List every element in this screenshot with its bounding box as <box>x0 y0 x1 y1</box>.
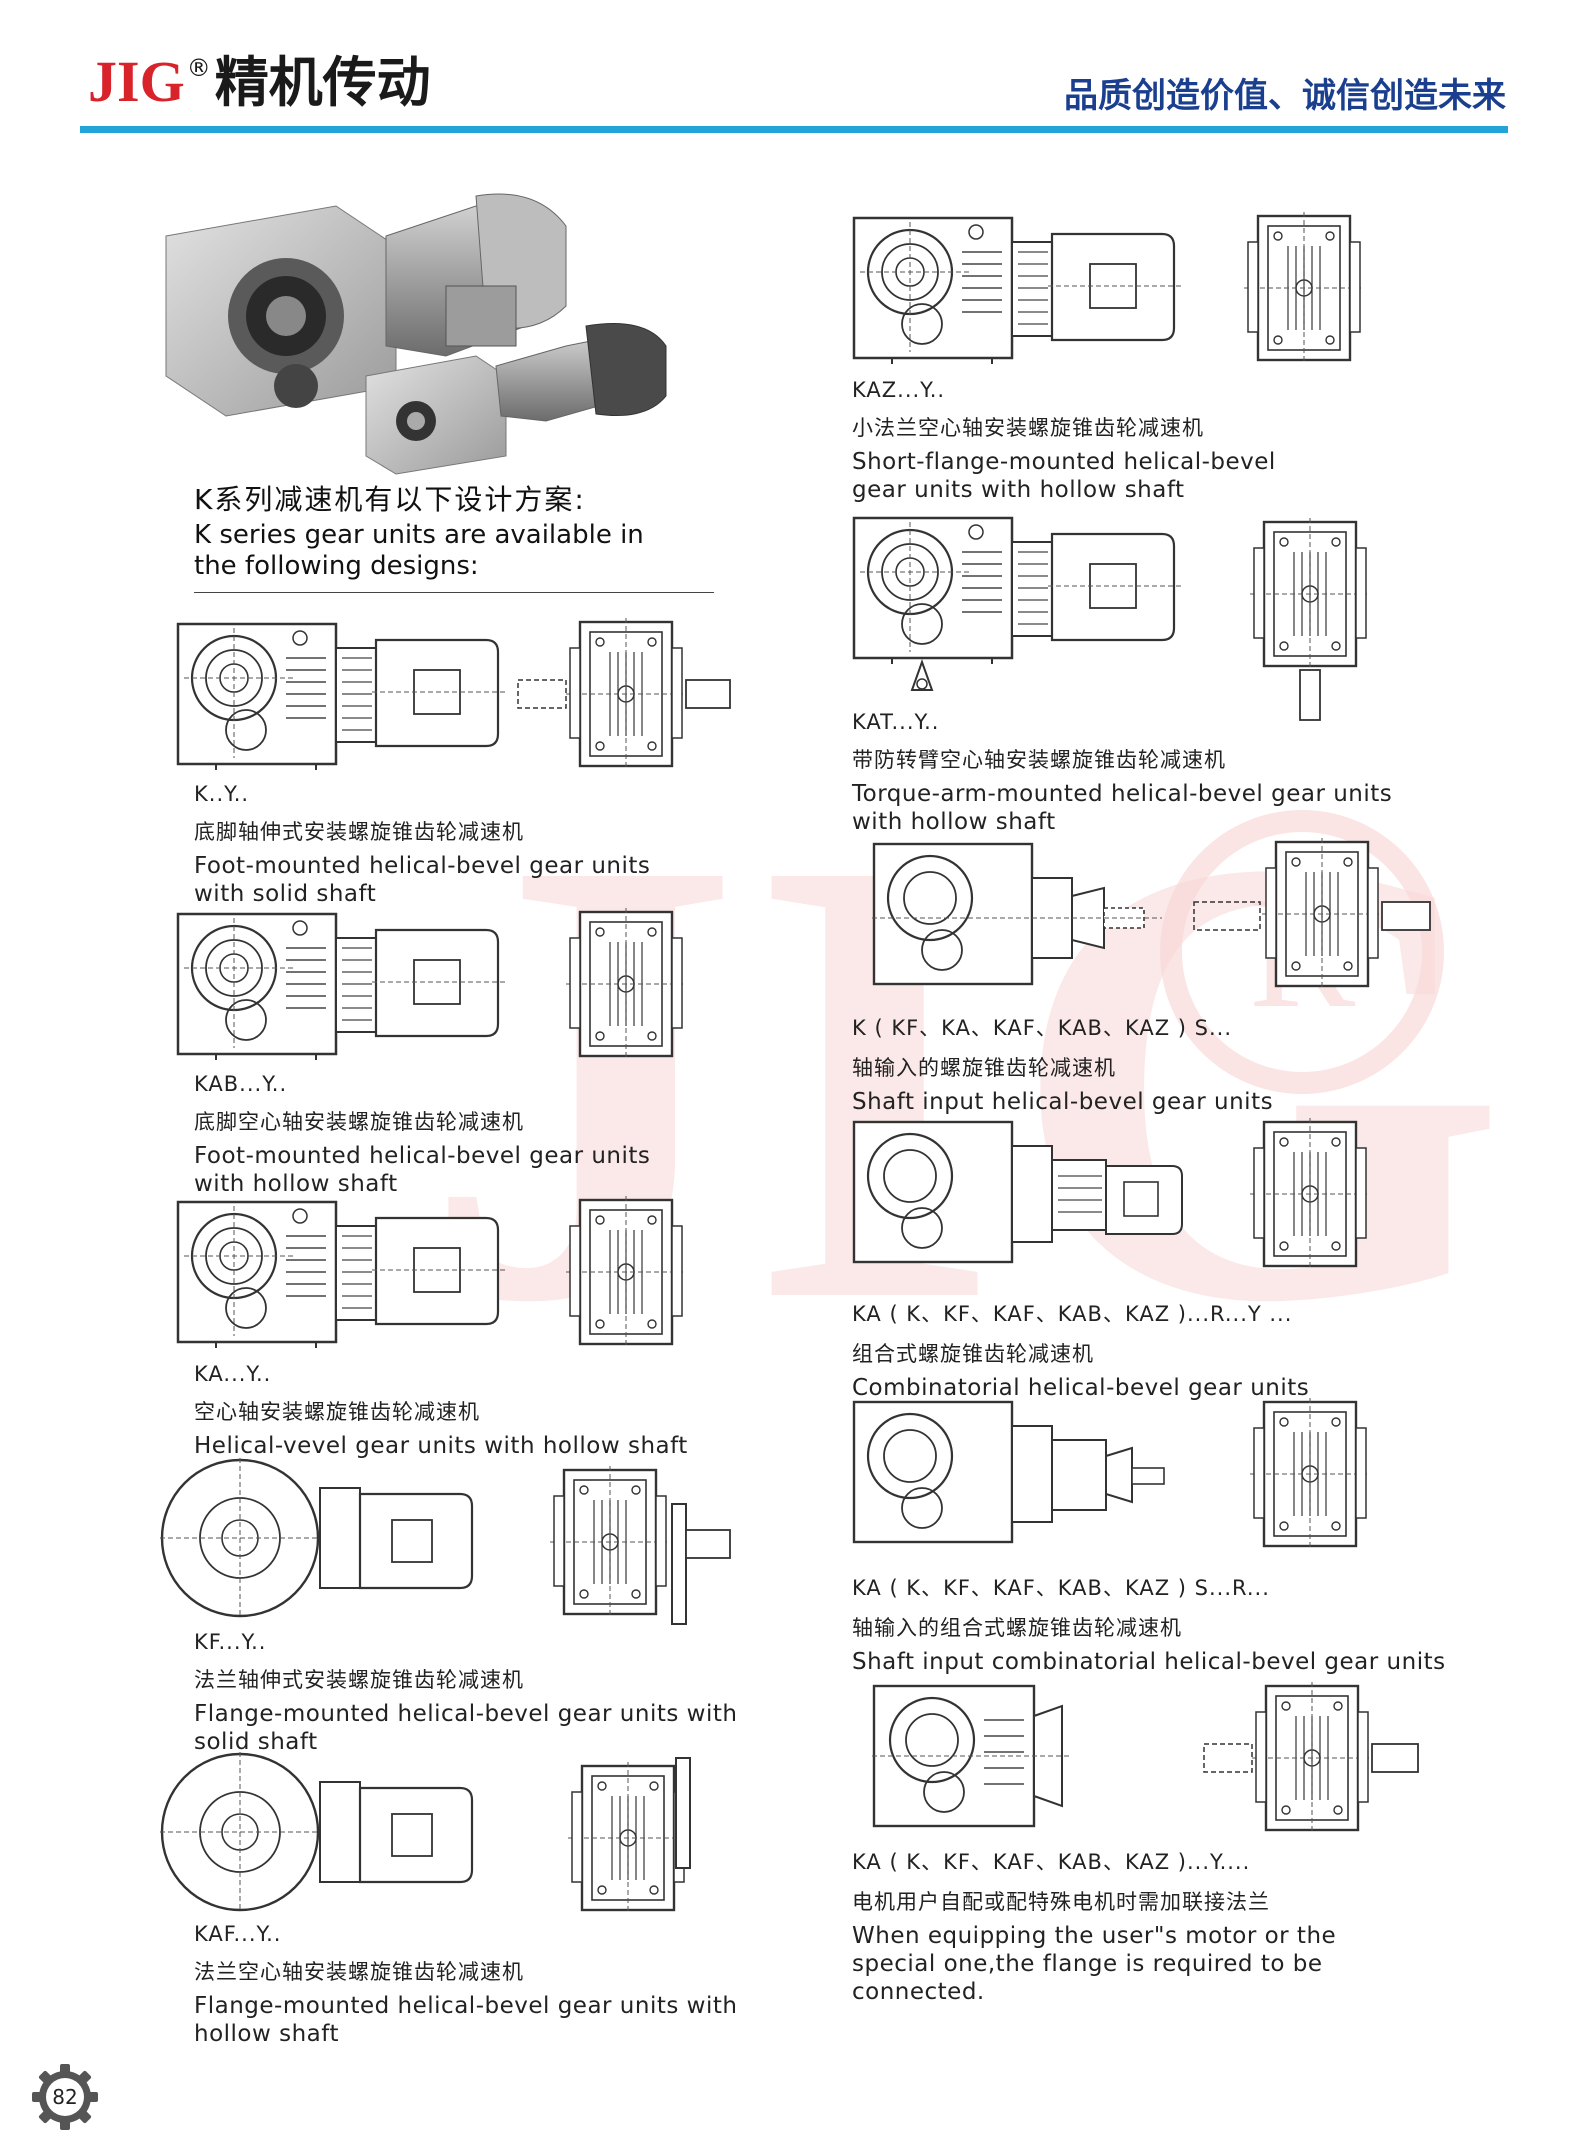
intro-en: K series gear units are available in the… <box>194 520 644 581</box>
item-cn: 轴输入的组合式螺旋锥齿轮减速机 <box>852 1616 1182 1640</box>
drawing-k-y <box>176 618 731 772</box>
item-cn: 组合式螺旋锥齿轮减速机 <box>852 1342 1094 1366</box>
item-code: KAB...Y.. <box>194 1072 288 1096</box>
item-cn: 空心轴安装螺旋锥齿轮减速机 <box>194 1400 480 1424</box>
drawing-ka-r-y <box>852 1116 1372 1272</box>
drawing-ka-s-r <box>852 1396 1372 1552</box>
item-code: KAT...Y.. <box>852 710 940 734</box>
item-code: K..Y.. <box>194 782 250 806</box>
item-code: KA ( K、KF、KAF、KAB、KAZ )...Y.... <box>852 1850 1251 1874</box>
item-cn: 底脚轴伸式安装螺旋锥齿轮减速机 <box>194 820 524 844</box>
drawing-kab-y <box>176 908 688 1062</box>
item-code: KAZ...Y.. <box>852 378 946 402</box>
item-k-s: K ( KF、KA、KAF、KAB、KAZ ) S... 轴输入的螺旋锥齿轮减速… <box>852 1012 1472 1116</box>
item-ka-y: KA...Y.. 空心轴安装螺旋锥齿轮减速机 Helical-vevel gea… <box>194 1362 754 1460</box>
item-kaf-y: KAF...Y.. 法兰空心轴安装螺旋锥齿轮减速机 Flange-mounted… <box>194 1922 794 2048</box>
slogan: 品质创造价值、诚信创造未来 <box>1064 76 1506 116</box>
item-cn: 小法兰空心轴安装螺旋锥齿轮减速机 <box>852 416 1204 440</box>
item-en: Helical-vevel gear units with hollow sha… <box>194 1433 688 1459</box>
drawing-ka-y <box>176 1196 688 1350</box>
drawing-ka-y-flange <box>872 1680 1419 1836</box>
gear-icon <box>32 2064 98 2130</box>
item-ka-y-flange: KA ( K、KF、KAF、KAB、KAZ )...Y.... 电机用户自配或配… <box>852 1846 1472 2006</box>
item-k-y: K..Y.. 底脚轴伸式安装螺旋锥齿轮减速机 Foot-mounted heli… <box>194 782 754 908</box>
item-cn: 法兰空心轴安装螺旋锥齿轮减速机 <box>194 1960 524 1984</box>
item-code: KA...Y.. <box>194 1362 272 1386</box>
intro-divider <box>194 592 714 593</box>
drawing-kat-y <box>852 516 1372 721</box>
item-code: KF...Y.. <box>194 1630 267 1654</box>
item-kat-y: KAT...Y.. 带防转臂空心轴安装螺旋锥齿轮减速机 Torque-arm-m… <box>852 710 1472 836</box>
item-ka-r-y: KA ( K、KF、KAF、KAB、KAZ )...R...Y ... 组合式螺… <box>852 1298 1492 1402</box>
item-code: KAF...Y.. <box>194 1922 282 1946</box>
item-en: Flange-mounted helical-bevel gear units … <box>194 1701 738 1755</box>
item-kaz-y: KAZ...Y.. 小法兰空心轴安装螺旋锥齿轮减速机 Short-flange-… <box>852 378 1452 504</box>
page-number: 82 <box>52 2085 78 2109</box>
item-kf-y: KF...Y.. 法兰轴伸式安装螺旋锥齿轮减速机 Flange-mounted … <box>194 1630 794 1756</box>
registered-mark: ® <box>186 54 211 82</box>
item-en: Shaft input helical-bevel gear units <box>852 1089 1274 1115</box>
brand-name: JIG <box>88 49 185 114</box>
drawing-k-s <box>872 838 1431 992</box>
intro-cn: K系列减速机有以下设计方案: <box>194 483 586 516</box>
item-en: Torque-arm-mounted helical-bevel gear un… <box>852 781 1393 835</box>
item-code: KA ( K、KF、KAF、KAB、KAZ )...R...Y ... <box>852 1302 1293 1326</box>
item-code: KA ( K、KF、KAF、KAB、KAZ ) S...R... <box>852 1576 1270 1600</box>
item-en: Shaft input combinatorial helical-bevel … <box>852 1649 1446 1675</box>
page-number-badge: 82 <box>30 2062 100 2132</box>
brand-cn-name: 精机传动 <box>214 50 431 114</box>
drawing-kaz-y <box>852 212 1366 366</box>
item-ka-s-r: KA ( K、KF、KAF、KAB、KAZ ) S...R... 轴输入的组合式… <box>852 1572 1512 1676</box>
item-cn: 轴输入的螺旋锥齿轮减速机 <box>852 1056 1116 1080</box>
item-en: Flange-mounted helical-bevel gear units … <box>194 1993 738 2047</box>
brand-logo: JIG ® 精机传动 <box>88 49 431 114</box>
item-en: Combinatorial helical-bevel gear units <box>852 1375 1310 1401</box>
item-cn: 电机用户自配或配特殊电机时需加联接法兰 <box>852 1890 1270 1914</box>
item-cn: 底脚空心轴安装螺旋锥齿轮减速机 <box>194 1110 524 1134</box>
item-cn: 法兰轴伸式安装螺旋锥齿轮减速机 <box>194 1668 524 1692</box>
item-kab-y: KAB...Y.. 底脚空心轴安装螺旋锥齿轮减速机 Foot-mounted h… <box>194 1072 754 1198</box>
drawing-kaf-y <box>160 1752 691 1916</box>
header-rule <box>80 126 1508 133</box>
item-cn: 带防转臂空心轴安装螺旋锥齿轮减速机 <box>852 748 1226 772</box>
drawing-kf-y <box>160 1458 731 1625</box>
product-photo <box>165 193 667 475</box>
item-code: K ( KF、KA、KAF、KAB、KAZ ) S... <box>852 1016 1233 1040</box>
